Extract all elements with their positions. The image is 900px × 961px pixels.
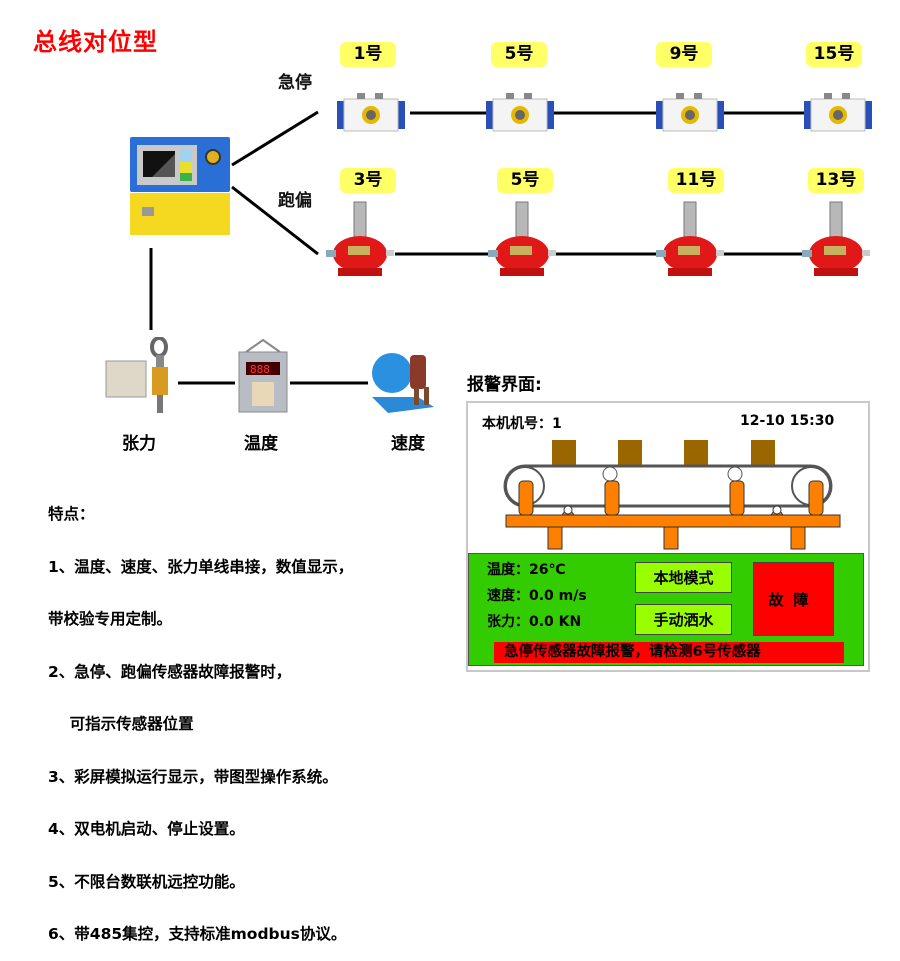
feature-item: 1、温度、速度、张力单线串接，数值显示， [48, 557, 354, 576]
wire-to-estop [231, 110, 319, 167]
frame-leg [790, 526, 806, 550]
temperature-readout: 温度：26℃ [487, 562, 566, 578]
return-idler-roller [563, 505, 573, 515]
deviation-tag-3: 11号 [668, 168, 724, 193]
cargo-box [552, 440, 576, 466]
conveyor-illustration [503, 440, 841, 550]
estop-switch-icon [654, 93, 726, 133]
estop-tag-2: 5号 [491, 42, 547, 67]
feature-item: 带校验专用定制。 [48, 610, 173, 628]
features-list: 特点： 1、温度、速度、张力单线串接，数值显示， 带校验专用定制。 2、急停、跑… [48, 471, 353, 961]
main-controller [130, 137, 230, 235]
idler-roller [602, 466, 618, 482]
row-label-deviation: 跑偏 [278, 191, 312, 211]
page-title: 总线对位型 [33, 28, 158, 56]
controller-indicator-icon [205, 149, 221, 165]
wire-to-deviation [231, 185, 319, 256]
estop-switch-icon [335, 93, 407, 133]
frame-post [518, 480, 534, 516]
tension-sensor-icon [104, 336, 179, 417]
cargo-box [751, 440, 775, 466]
sensor-label-speed: 速度 [391, 434, 425, 454]
alarm-screen-panel: 本机机号：1 12-10 15:30 温度：26℃ 速度：0.0 m/s 张力：… [466, 401, 870, 672]
conveyor-belt [503, 464, 833, 508]
feature-item: 3、彩屏模拟运行显示，带图型操作系统。 [48, 767, 338, 786]
conveyor-frame-beam [505, 514, 841, 528]
estop-switch-icon [802, 93, 874, 133]
cargo-box [684, 440, 708, 466]
features-heading: 特点： [48, 505, 95, 523]
deviation-tag-4: 13号 [808, 168, 864, 193]
machine-number: 本机机号：1 [482, 416, 562, 432]
controller-nameplate [142, 207, 154, 216]
feature-item: 5、不限台数联机远控功能。 [48, 872, 245, 891]
deviation-switch-icon [322, 200, 398, 278]
local-mode-button[interactable]: 本地模式 [635, 562, 732, 593]
temperature-sensor-icon: 888 [236, 338, 290, 414]
deviation-switch-icon [652, 200, 728, 278]
controller-top-panel [130, 137, 230, 192]
row-label-emergency-stop: 急停 [278, 73, 312, 93]
frame-post [604, 480, 620, 516]
frame-post [729, 480, 745, 516]
estop-tag-3: 9号 [656, 42, 712, 67]
feature-item: 可指示传感器位置 [48, 715, 194, 733]
deviation-switch-icon [484, 200, 560, 278]
idler-roller [727, 466, 743, 482]
tension-readout: 张力：0.0 KN [487, 614, 582, 630]
estop-switch-icon [484, 93, 556, 133]
frame-leg [547, 526, 563, 550]
deviation-tag-2: 5号 [497, 168, 553, 193]
sensor-label-tension: 张力 [122, 434, 156, 454]
feature-item: 6、带485集控，支持标准modbus协议。 [48, 925, 347, 943]
status-panel: 温度：26℃ 速度：0.0 m/s 张力：0.0 KN 本地模式 手动洒水 故障… [468, 553, 864, 666]
wiring-lines [149, 110, 810, 385]
controller-screen-frame [137, 145, 197, 185]
speed-readout: 速度：0.0 m/s [487, 588, 587, 604]
estop-tag-1: 1号 [340, 42, 396, 67]
estop-tag-4: 15号 [806, 42, 862, 67]
datetime-readout: 12-10 15:30 [740, 413, 835, 429]
feature-item: 2、急停、跑偏传感器故障报警时， [48, 662, 292, 681]
speed-sensor-icon [370, 345, 436, 415]
deviation-switch-icon [798, 200, 874, 278]
manual-spray-button[interactable]: 手动洒水 [635, 604, 732, 635]
cargo-box [618, 440, 642, 466]
alarm-screen-heading: 报警界面: [467, 375, 542, 395]
svg-text:888: 888 [250, 363, 270, 376]
deviation-tag-1: 3号 [340, 168, 396, 193]
controller-bottom-box [130, 193, 230, 235]
return-idler-roller [772, 505, 782, 515]
fault-indicator-button[interactable]: 故障 [753, 562, 834, 636]
controller-keypad [180, 149, 192, 181]
frame-leg [663, 526, 679, 550]
frame-post [808, 480, 824, 516]
feature-item: 4、双电机启动、停止设置。 [48, 820, 245, 838]
controller-screen [143, 151, 175, 177]
sensor-label-temperature: 温度 [244, 434, 278, 454]
alarm-message-bar: 急停传感器故障报警，请检测6号传感器 [494, 642, 844, 663]
